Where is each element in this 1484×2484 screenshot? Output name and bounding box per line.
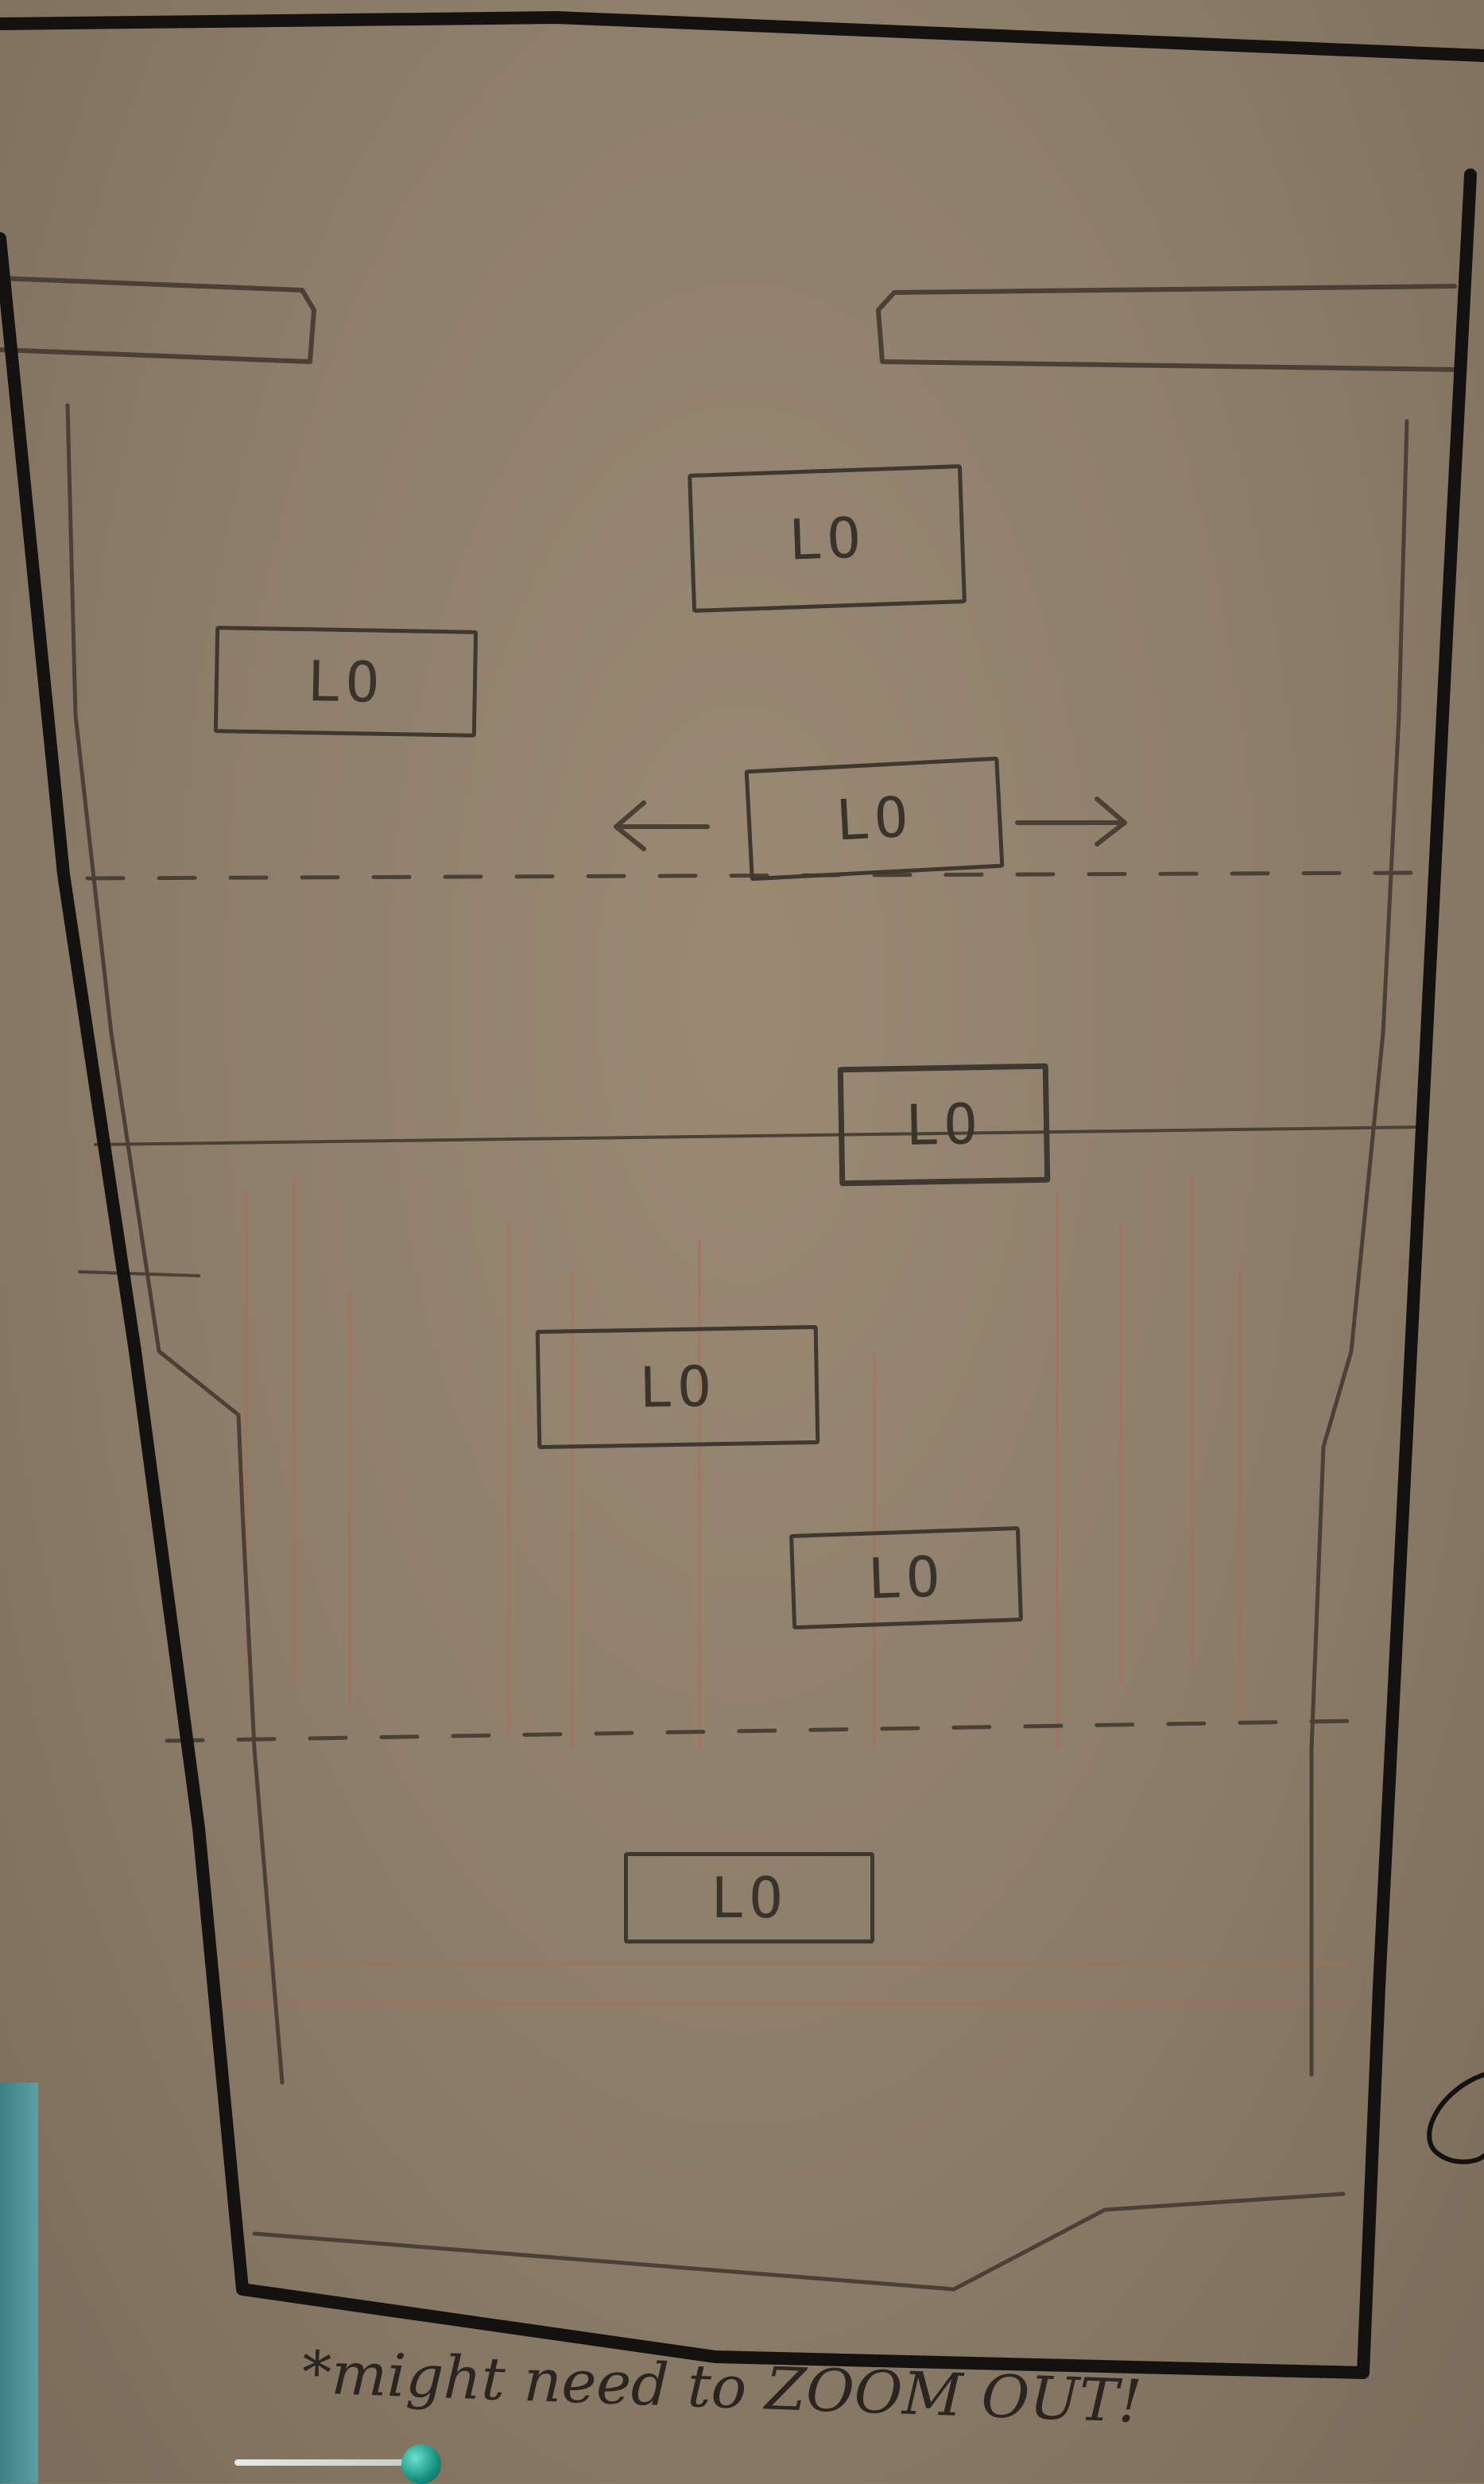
lo-box: LO [213, 626, 479, 738]
dashed-separator-bottom [165, 1719, 1354, 1743]
right-inner-rail [1309, 419, 1409, 2077]
left-inner-rail [65, 403, 285, 2085]
bottom-tab-shape [252, 2191, 1346, 2292]
top-left-bar [0, 276, 316, 364]
outer-frame [0, 11, 1484, 2379]
teal-background-strip [0, 2083, 38, 2483]
lo-box: LO [624, 1852, 874, 1943]
lo-box: LO [535, 1324, 820, 1450]
lo-box-label: LO [787, 504, 867, 573]
dashed-separator-top [85, 870, 1417, 881]
red-guide-lines [207, 1176, 1351, 2005]
lo-box: LO [837, 1063, 1051, 1187]
push-pin-shaft [234, 2459, 421, 2466]
lo-box: LO [688, 464, 967, 613]
edge-circle-icon [1427, 2072, 1484, 2164]
right-arrow-icon [1015, 796, 1127, 847]
lo-box-label: LO [638, 1354, 717, 1420]
lo-box: LO [788, 1525, 1024, 1630]
lo-box-label: LO [905, 1091, 983, 1158]
lo-box-label: LO [834, 784, 915, 854]
lo-box-with-arrows: LO [744, 756, 1005, 882]
lo-box-label: LO [866, 1544, 946, 1612]
push-pin-icon [401, 2444, 441, 2484]
horizontal-guide-line [94, 1126, 1416, 1146]
left-arrow-icon [614, 800, 710, 851]
left-arrow-glyph: ← [604, 791, 644, 847]
top-right-bar [876, 284, 1457, 372]
lo-box-label: LO [711, 1865, 788, 1931]
lo-box-label: LO [307, 648, 385, 715]
left-tick-line [78, 1270, 200, 1277]
right-arrow-glyph: → [1057, 787, 1097, 843]
